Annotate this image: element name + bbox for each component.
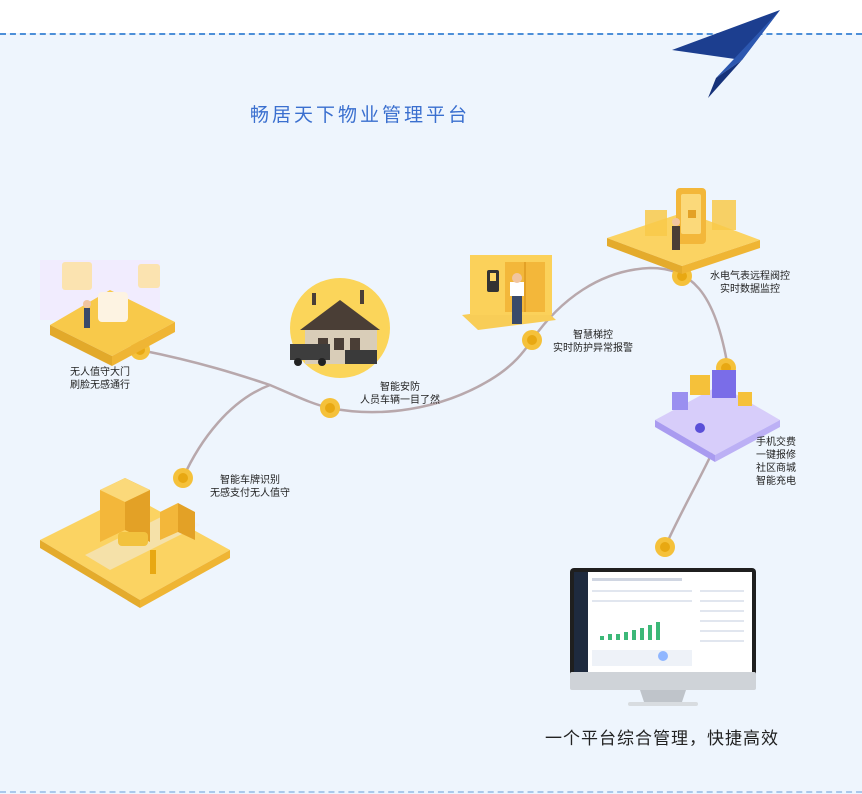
label-gate-line1: 无人值守大门 <box>70 367 130 378</box>
security-illustration <box>290 278 390 378</box>
label-utility-line2: 实时数据监控 <box>720 284 780 295</box>
node-dot-elevator <box>522 330 542 350</box>
label-mobile-line2: 一键报修 <box>756 450 796 461</box>
top-dashed-divider <box>0 33 862 35</box>
label-mobile-line3: 社区商城 <box>756 463 796 474</box>
label-mobile: 手机交费 一键报修 社区商城 智能充电 <box>756 436 796 488</box>
connection-path <box>139 266 732 548</box>
label-elevator-line2: 实时防护异常报警 <box>553 343 633 354</box>
platform-caption: 一个平台综合管理，快捷高效 <box>545 729 779 749</box>
utility-illustration <box>607 188 760 274</box>
page-title: 畅居天下物业管理平台 <box>250 104 471 126</box>
node-dot-security <box>320 398 340 418</box>
elevator-illustration <box>462 255 556 330</box>
label-plate: 智能车牌识别 无感支付无人值守 <box>210 474 290 500</box>
label-security-line2: 人员车辆一目了然 <box>360 395 440 406</box>
node-dot-platform <box>655 537 675 557</box>
paper-plane-icon <box>672 10 780 98</box>
label-elevator-line1: 智慧梯控 <box>573 330 613 341</box>
label-mobile-line4: 智能充电 <box>756 476 796 487</box>
plate-illustration <box>40 478 230 608</box>
label-mobile-line1: 手机交费 <box>756 437 796 448</box>
label-elevator: 智慧梯控 实时防护异常报警 <box>553 329 633 355</box>
node-dot-plate <box>173 468 193 488</box>
label-security-line1: 智能安防 <box>380 382 420 393</box>
label-plate-line1: 智能车牌识别 <box>220 475 280 486</box>
bottom-dashed-divider <box>0 791 862 793</box>
label-plate-line2: 无感支付无人值守 <box>210 488 290 499</box>
label-gate: 无人值守大门 刷脸无感通行 <box>70 366 130 392</box>
mobile-illustration <box>655 370 780 462</box>
label-utility-line1: 水电气表远程阀控 <box>710 271 790 282</box>
gate-illustration <box>40 260 175 366</box>
label-gate-line2: 刷脸无感通行 <box>70 380 130 391</box>
label-utility: 水电气表远程阀控 实时数据监控 <box>710 270 790 296</box>
monitor-illustration <box>570 568 756 706</box>
label-security: 智能安防 人员车辆一目了然 <box>360 381 440 407</box>
